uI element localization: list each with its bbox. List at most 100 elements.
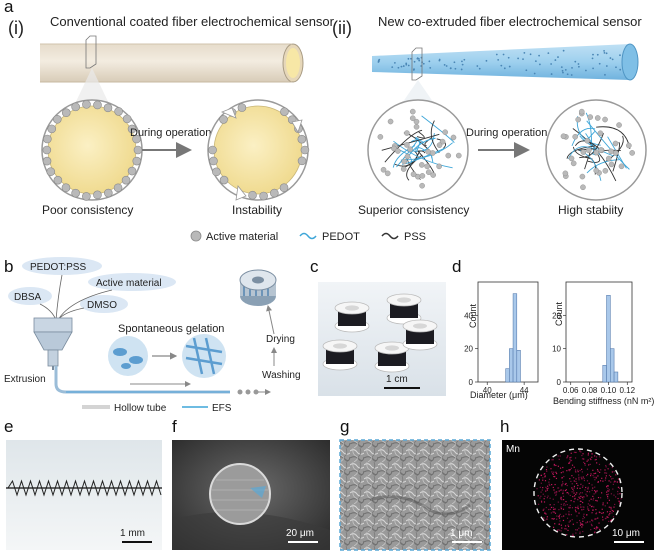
mn-signal xyxy=(545,506,547,509)
panel-a-ii-title: New co-extruded fiber electrochemical se… xyxy=(378,14,642,29)
mn-signal xyxy=(617,490,619,493)
mn-signal xyxy=(584,489,586,491)
mn-signal xyxy=(591,519,593,521)
mn-signal xyxy=(559,520,561,522)
fiber-particle xyxy=(416,57,419,60)
active-material-particle xyxy=(568,155,575,162)
pedot-strand xyxy=(410,139,421,153)
dmso-label: DMSO xyxy=(87,300,117,311)
panel-b: b PEDOT:PSS Active material DBSA DMSO Ex… xyxy=(4,257,301,414)
active-material-particle xyxy=(626,142,632,149)
mn-signal xyxy=(581,458,584,460)
mn-signal xyxy=(584,464,586,466)
mn-signal xyxy=(553,508,555,510)
mn-signal xyxy=(606,494,608,496)
mn-signal xyxy=(577,469,579,471)
mn-signal xyxy=(572,523,574,525)
fiber-particle xyxy=(560,66,563,69)
fiber-particle xyxy=(522,58,524,60)
mn-signal xyxy=(558,523,560,525)
mn-signal xyxy=(587,508,589,510)
mn-signal xyxy=(614,480,616,483)
histogram-bar xyxy=(509,348,514,383)
mn-signal xyxy=(594,472,597,474)
fiber-particle xyxy=(463,58,466,61)
mn-signal xyxy=(568,513,570,515)
mn-signal xyxy=(571,483,573,485)
fiber-particle xyxy=(377,60,380,62)
active-material-particle xyxy=(575,116,582,123)
mn-signal xyxy=(589,534,591,536)
mn-signal xyxy=(566,517,569,519)
mn-signal xyxy=(562,495,565,497)
active-material-particle xyxy=(212,167,221,177)
mn-signal xyxy=(583,477,585,480)
active-material-particle xyxy=(280,107,289,116)
active-material-particle xyxy=(602,167,609,174)
mn-signal xyxy=(569,507,571,509)
mn-signal xyxy=(586,514,588,516)
mn-signal xyxy=(568,469,570,471)
fiber-particle xyxy=(495,53,498,56)
mn-signal xyxy=(568,507,570,509)
mn-signal xyxy=(595,456,598,458)
mn-signal xyxy=(538,479,540,481)
fiber-particle xyxy=(400,65,403,68)
active-material-particle xyxy=(439,138,446,145)
mn-signal xyxy=(582,485,584,487)
mn-signal xyxy=(614,503,616,506)
mn-signal xyxy=(561,481,564,483)
panel-g-label: g xyxy=(340,417,349,436)
active-material-particle xyxy=(43,134,52,144)
mn-signal xyxy=(555,494,557,496)
mn-signal xyxy=(571,507,574,509)
active-material-particle xyxy=(71,188,80,198)
mn-signal xyxy=(592,495,594,498)
mn-signal xyxy=(560,530,562,532)
fiber-particle xyxy=(507,56,510,59)
mn-signal xyxy=(573,492,575,494)
fiber-particle xyxy=(562,71,564,74)
mn-signal xyxy=(595,518,597,520)
fiber-particle xyxy=(422,62,425,65)
mn-signal xyxy=(544,512,546,515)
mn-signal xyxy=(576,521,578,524)
active-material-particle xyxy=(593,149,599,156)
extrusion-label: Extrusion xyxy=(4,374,46,385)
mn-signal xyxy=(610,508,612,510)
mn-signal xyxy=(593,497,595,499)
mn-signal xyxy=(585,522,587,524)
active-material-particle xyxy=(219,115,228,124)
mn-signal xyxy=(587,488,589,490)
mn-signal xyxy=(569,520,571,522)
fiber-particle xyxy=(570,74,573,76)
mn-signal xyxy=(581,454,583,457)
mn-signal xyxy=(601,508,603,510)
mn-signal xyxy=(610,476,612,478)
active-material-particle xyxy=(455,152,462,159)
mn-signal xyxy=(586,490,588,493)
mn-signal xyxy=(589,504,591,506)
mn-signal xyxy=(578,474,580,476)
mn-signal xyxy=(547,485,549,487)
panel-f: f 20 μm xyxy=(172,417,330,550)
during-operation-label-ii: During operation xyxy=(466,127,547,139)
legend: Active material PEDOT PSS xyxy=(190,230,426,243)
fiber-particle xyxy=(562,49,565,52)
mn-signal xyxy=(560,496,562,498)
mn-signal xyxy=(582,453,584,455)
fiber-particle xyxy=(412,69,415,71)
fiber-particle xyxy=(461,60,463,63)
mn-signal xyxy=(572,490,575,492)
active-material-particle xyxy=(584,137,591,144)
panel-h-label: h xyxy=(500,417,509,436)
mn-signal xyxy=(546,489,549,491)
active-material-particle xyxy=(430,172,436,178)
mn-signal xyxy=(540,482,542,484)
panel-e: e 1 mm xyxy=(4,417,162,550)
mn-signal xyxy=(567,491,569,494)
mn-signal xyxy=(542,493,544,495)
mn-signal xyxy=(595,527,597,529)
active-material-particle xyxy=(436,142,443,148)
